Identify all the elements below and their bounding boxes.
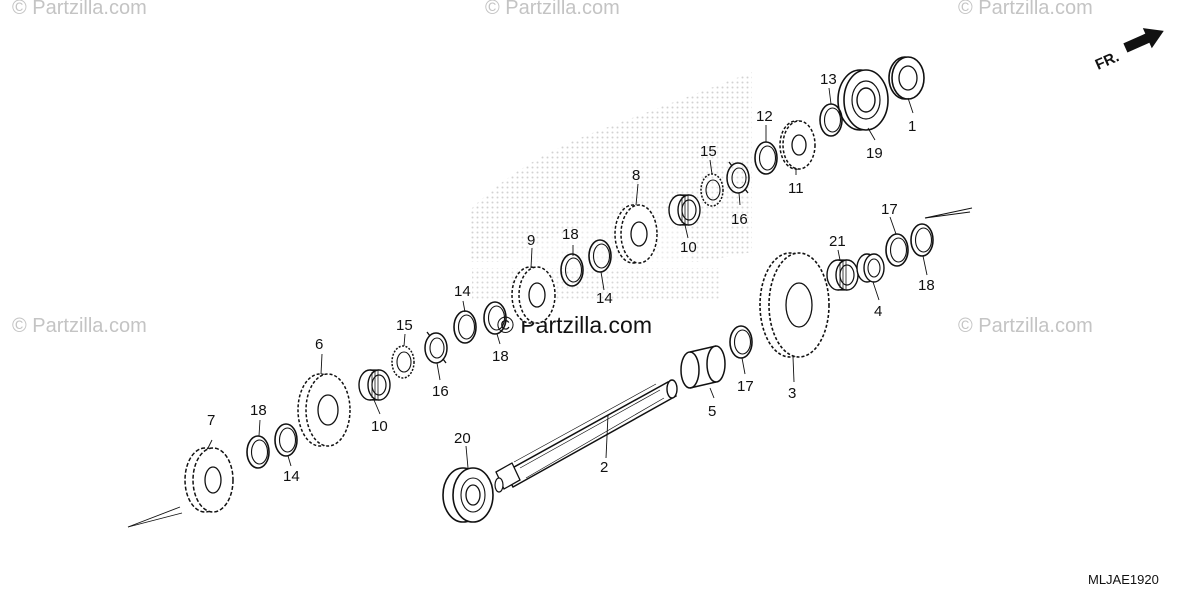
part-13-washer[interactable] xyxy=(819,103,843,137)
callout-labels: 1 2 3 4 5 6 7 8 9 10 10 11 12 13 14 14 1… xyxy=(207,71,935,485)
brand-logo xyxy=(470,72,752,300)
part-5-collar[interactable] xyxy=(680,345,726,389)
watermark-top-left: © Partzilla.com xyxy=(12,0,147,19)
callout-7: 7 xyxy=(207,412,215,429)
callout-2: 2 xyxy=(600,459,608,476)
callout-4: 4 xyxy=(874,303,882,320)
part-14-circlip[interactable] xyxy=(274,423,298,457)
callout-18: 18 xyxy=(492,348,509,365)
watermark-mid-right: © Partzilla.com xyxy=(958,315,1093,337)
part-8-gear[interactable] xyxy=(614,204,658,264)
callout-19: 19 xyxy=(866,145,883,162)
part-10-needle-bearing[interactable] xyxy=(668,194,701,226)
callout-6: 6 xyxy=(315,336,323,353)
callout-15: 15 xyxy=(396,317,413,334)
callout-14: 14 xyxy=(596,290,613,307)
callout-18: 18 xyxy=(562,226,579,243)
part-7-gear[interactable] xyxy=(184,447,234,513)
part-11-gear[interactable] xyxy=(779,120,816,170)
callout-21: 21 xyxy=(829,233,846,250)
callout-17: 17 xyxy=(737,378,754,395)
part-20-bearing[interactable] xyxy=(442,467,494,523)
callout-1: 1 xyxy=(908,118,916,135)
callout-15: 15 xyxy=(700,143,717,160)
watermark-top-right: © Partzilla.com xyxy=(958,0,1093,19)
part-17-washer[interactable] xyxy=(885,233,909,267)
callout-5: 5 xyxy=(708,403,716,420)
part-21-needle-bearing[interactable] xyxy=(826,259,859,291)
callout-10: 10 xyxy=(680,239,697,256)
part-19-bearing[interactable] xyxy=(837,69,889,131)
part-14-circlip[interactable] xyxy=(453,310,477,344)
callout-14: 14 xyxy=(283,468,300,485)
part-3-gear[interactable] xyxy=(759,252,830,358)
part-15-splined-washer[interactable] xyxy=(391,345,415,379)
callout-11: 11 xyxy=(788,180,804,197)
part-10-needle-bearing[interactable] xyxy=(358,369,391,401)
axis-lines xyxy=(127,207,973,528)
part-18-washer[interactable] xyxy=(910,223,934,257)
front-direction-arrow: FR. xyxy=(1093,28,1164,74)
part-2-mainshaft[interactable] xyxy=(494,379,678,493)
watermark-mid-left: © Partzilla.com xyxy=(12,315,147,337)
callout-16: 16 xyxy=(731,211,748,228)
front-label: FR. xyxy=(1093,48,1122,73)
part-17-washer[interactable] xyxy=(729,325,753,359)
callout-18: 18 xyxy=(250,402,267,419)
callout-17: 17 xyxy=(881,201,898,218)
leader-lines xyxy=(207,87,928,469)
part-16-lock-washer[interactable] xyxy=(726,161,750,194)
callout-8: 8 xyxy=(632,167,640,184)
callout-14: 14 xyxy=(454,283,471,300)
callout-20: 20 xyxy=(454,430,471,447)
part-9-gear[interactable] xyxy=(511,266,556,324)
callout-12: 12 xyxy=(756,108,773,125)
watermark-top-center: © Partzilla.com xyxy=(485,0,620,19)
part-4-bushing[interactable] xyxy=(856,253,885,283)
part-16-lock-washer[interactable] xyxy=(424,331,448,364)
callout-9: 9 xyxy=(527,232,535,249)
diagram-code: MLJAE1920 xyxy=(1088,572,1159,587)
part-6-gear[interactable] xyxy=(297,373,351,447)
part-18-washer[interactable] xyxy=(246,435,270,469)
part-12-washer[interactable] xyxy=(754,141,778,175)
callout-3: 3 xyxy=(788,385,796,402)
callout-16: 16 xyxy=(432,383,449,400)
callout-13: 13 xyxy=(820,71,837,88)
callout-10: 10 xyxy=(371,418,388,435)
callout-18: 18 xyxy=(918,277,935,294)
part-1-oil-seal[interactable] xyxy=(888,56,925,100)
